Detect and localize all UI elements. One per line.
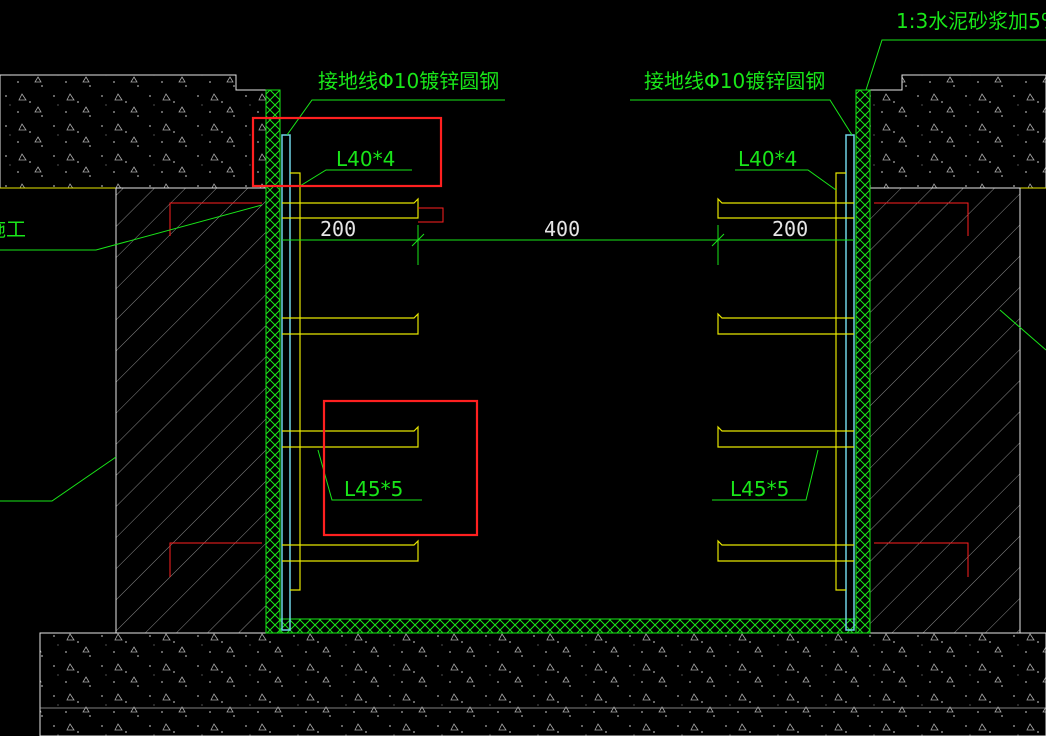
highlight-box-l45 <box>322 399 479 537</box>
highlight-boxes <box>251 116 479 537</box>
right-brackets <box>717 197 854 562</box>
left-edge-fragment: 施工 <box>0 217 26 241</box>
top-right-note: 1:3水泥砂浆加5%防水 <box>896 9 1046 33</box>
red-corner-marks <box>169 202 969 577</box>
right-angle-top-label: L40*4 <box>738 147 797 171</box>
left-angle-bottom-label: L45*5 <box>344 477 403 501</box>
dimension-center: 400 <box>544 217 580 241</box>
dimension-line <box>282 225 854 265</box>
highlight-box-l40 <box>251 116 443 188</box>
right-grounding-label: 接地线Φ10镀锌圆钢 <box>644 69 825 93</box>
left-grounding-label: 接地线Φ10镀锌圆钢 <box>318 69 499 93</box>
vertical-angle-steel <box>290 172 846 591</box>
right-angle-bottom-label: L45*5 <box>730 477 789 501</box>
left-wall-hatch <box>115 187 267 634</box>
left-angle-top-label: L40*4 <box>336 147 395 171</box>
top-left-slab <box>0 74 267 189</box>
dimension-right: 200 <box>772 217 808 241</box>
top-right-slab <box>869 74 1046 189</box>
right-wall-hatch <box>869 187 1021 634</box>
bottom-base-slab <box>39 632 1046 736</box>
leader-lines <box>0 39 1046 502</box>
waterproof-lining <box>265 89 871 634</box>
grounding-bars <box>281 134 855 631</box>
left-brackets <box>282 197 419 562</box>
dimension-left: 200 <box>320 217 356 241</box>
